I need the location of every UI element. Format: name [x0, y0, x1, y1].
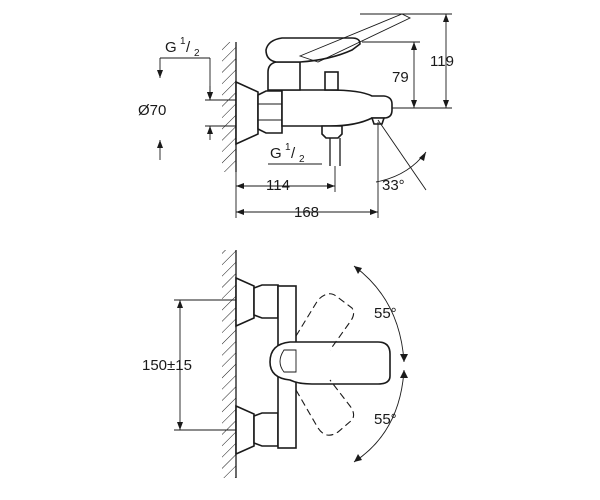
dim-79-label: 79	[392, 69, 409, 86]
lever-lower-dashed	[295, 379, 355, 436]
wall-rosette	[235, 80, 259, 146]
connector-hex	[257, 90, 283, 134]
svg-text:G: G	[270, 145, 282, 162]
lever-upper-dashed	[295, 293, 355, 351]
thread-bottom-label: G 1 / 2	[270, 142, 305, 165]
svg-text:G: G	[165, 39, 177, 56]
lever-open-position	[298, 13, 412, 63]
angle-lower-label: 55°	[374, 411, 397, 428]
diverter-knob	[324, 71, 339, 91]
wall-top	[222, 42, 237, 172]
lever-front	[269, 341, 391, 385]
svg-text:1: 1	[180, 36, 186, 47]
lever-neck	[267, 61, 301, 91]
spout	[370, 117, 386, 125]
dim-168-label: 168	[294, 204, 319, 221]
thread-top-label: G 1 / 2	[165, 36, 200, 59]
upper-rosette	[235, 276, 255, 328]
svg-text:/: /	[186, 39, 191, 56]
front-view: 55° 55° 150±15	[142, 250, 408, 478]
side-view: G 1 / 2 Ø70 G 1 / 2 1 1	[138, 13, 454, 221]
wall-bottom	[222, 250, 237, 478]
angle-spout-label: 33°	[382, 177, 405, 194]
svg-text:/: /	[291, 145, 296, 162]
angle-upper-label: 55°	[374, 305, 397, 322]
svg-text:2: 2	[194, 48, 200, 59]
dim-119-label: 119	[430, 53, 454, 70]
diameter-label: Ø70	[138, 102, 166, 119]
shower-outlet	[321, 125, 343, 139]
svg-text:1: 1	[285, 142, 291, 153]
center-distance-label: 150±15	[142, 357, 192, 374]
mixer-body	[281, 89, 393, 127]
lower-rosette	[235, 404, 255, 456]
dim-114-label: 114	[266, 177, 290, 194]
upper-connector-hex	[253, 284, 279, 319]
svg-text:2: 2	[299, 154, 305, 165]
lower-connector-hex	[253, 412, 279, 447]
lever-handle	[265, 37, 361, 63]
